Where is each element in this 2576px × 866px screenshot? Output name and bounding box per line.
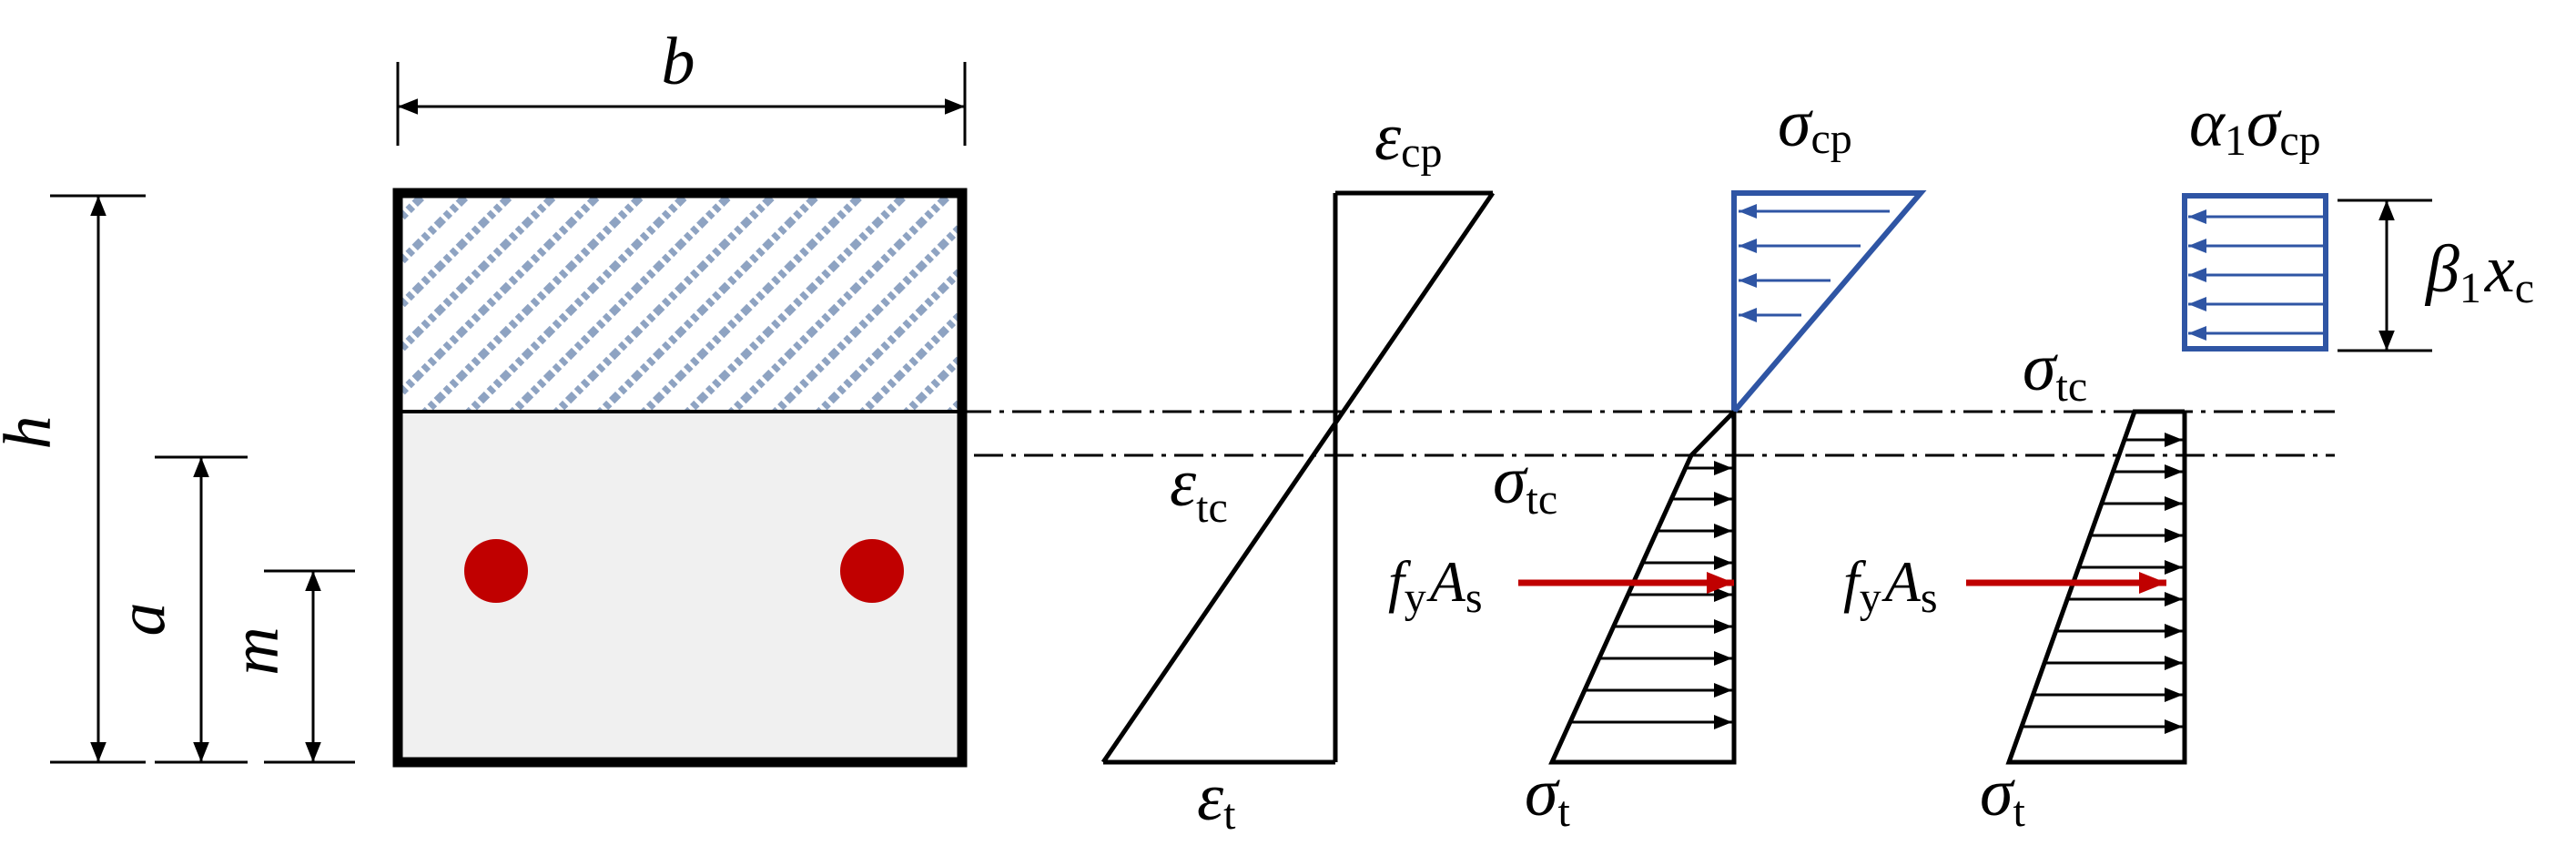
strain-diagram: εcp εtc εt	[1100, 100, 1496, 839]
dimension-b: b	[396, 25, 967, 146]
block-arrows	[2188, 209, 2324, 341]
label-eps-t: εt	[1197, 760, 1236, 839]
dimension-m: m	[218, 569, 355, 764]
dimension-h: h	[0, 194, 146, 764]
tension-arrows	[1570, 461, 1732, 729]
cross-section	[392, 188, 968, 768]
label-beta-xc: β1xc	[2424, 232, 2534, 312]
section-outline	[392, 188, 968, 768]
label-sigma-t-mid: σt	[1525, 756, 1571, 836]
label-a: a	[105, 603, 179, 637]
label-m: m	[218, 627, 293, 675]
compression-triangle	[1731, 190, 1927, 420]
compression-zone-hatch	[398, 193, 962, 412]
label-h: h	[0, 416, 66, 450]
label-fyAs-right: fyAs	[1843, 549, 1938, 622]
tension-arrows-right	[2023, 433, 2183, 734]
rebar-right	[840, 539, 904, 603]
label-sigma-tc-right: σtc	[2023, 331, 2087, 411]
tension-profile	[1548, 410, 1737, 765]
label-sigma-cp: σcp	[1778, 87, 1852, 163]
rebar-left	[464, 539, 528, 603]
stress-diagram-rectangular: α1σcp β1xc σtc fyAs σt	[1843, 87, 2534, 836]
label-sigma-tc-mid: σtc	[1493, 443, 1557, 524]
compression-arrows	[1739, 204, 1890, 322]
label-fyAs-mid: fyAs	[1388, 549, 1483, 622]
tension-profile-right	[2005, 409, 2187, 765]
dimension-beta-xc	[2338, 199, 2432, 352]
label-b: b	[662, 25, 695, 99]
stress-diagram-linear: σcp σtc fyAs σt	[1388, 87, 1927, 836]
dimension-a: a	[105, 455, 248, 764]
label-alpha-sigma-cp: α1σcp	[2189, 87, 2321, 165]
label-sigma-t-right: σt	[1980, 756, 2026, 836]
label-eps-cp: εcp	[1374, 100, 1442, 177]
compression-block	[2182, 193, 2328, 351]
label-eps-tc: εtc	[1170, 446, 1228, 532]
